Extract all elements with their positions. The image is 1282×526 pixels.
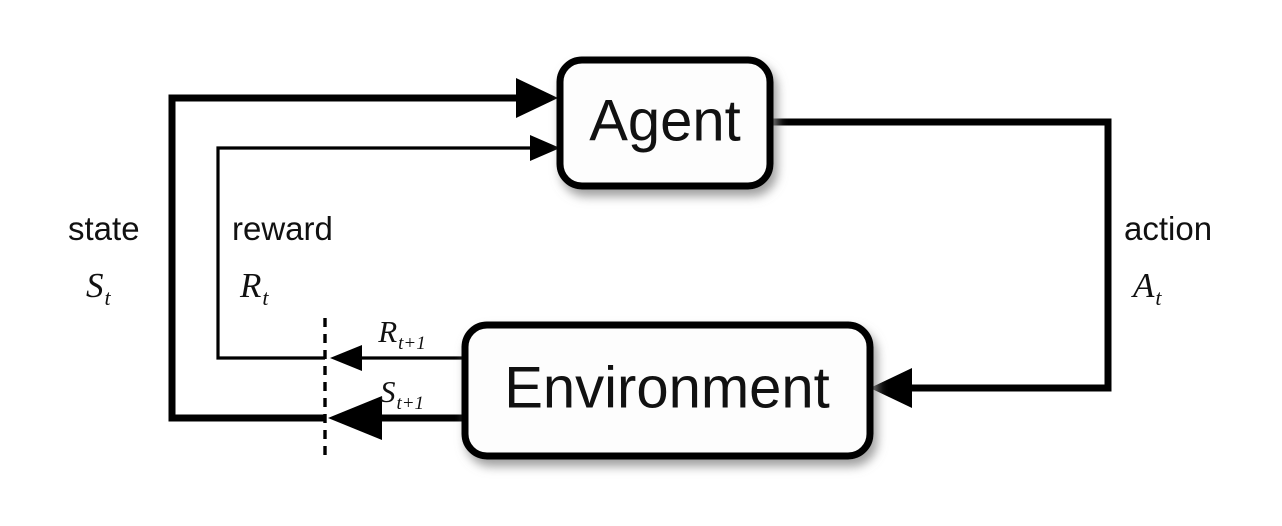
state-label-group: state St: [68, 210, 140, 310]
state-symbol-subscript: t: [105, 285, 112, 310]
reward-symbol: Rt: [239, 266, 269, 310]
state-next-symbol: St+1: [380, 374, 424, 414]
state-edge-line: [168, 94, 522, 422]
action-label: action: [1124, 210, 1212, 247]
node-environment[interactable]: Environment: [461, 321, 874, 460]
reward-edge: [216, 135, 560, 360]
state-edge-arrowhead: [516, 78, 558, 118]
agent-box[interactable]: [556, 56, 774, 190]
node-agent[interactable]: Agent: [556, 56, 774, 190]
action-symbol-subscript: t: [1155, 285, 1162, 310]
reward-label-group: reward Rt: [232, 210, 333, 310]
reward-symbol-subscript: t: [262, 285, 269, 310]
state-symbol: St: [86, 266, 112, 310]
reward-next-symbol-subscript: t+1: [398, 333, 426, 354]
action-edge: [770, 118, 1112, 408]
state-symbol-base: S: [86, 266, 104, 305]
reward-label: reward: [232, 210, 333, 247]
state-next-symbol-base: S: [380, 374, 396, 409]
state-next-edge: [328, 396, 465, 440]
agent-label: Agent: [589, 88, 741, 153]
reward-symbol-base: R: [239, 266, 261, 305]
reward-next-arrowhead: [330, 345, 362, 371]
action-edge-arrowhead: [870, 368, 912, 408]
environment-label: Environment: [504, 355, 830, 420]
reward-next-edge: [330, 345, 465, 371]
action-symbol: At: [1131, 266, 1162, 310]
state-next-symbol-subscript: t+1: [396, 393, 424, 414]
state-label: state: [68, 210, 140, 247]
state-edge: [168, 78, 558, 422]
action-symbol-base: A: [1131, 266, 1155, 305]
reward-edge-line: [216, 146, 536, 360]
action-label-group: action At: [1124, 210, 1212, 310]
reward-edge-arrowhead: [530, 135, 560, 161]
environment-box[interactable]: [461, 321, 874, 460]
state-next-arrowhead: [328, 396, 382, 440]
reward-next-symbol-base: R: [377, 314, 397, 349]
reward-next-symbol: Rt+1: [377, 314, 426, 354]
action-edge-line: [770, 118, 1112, 392]
